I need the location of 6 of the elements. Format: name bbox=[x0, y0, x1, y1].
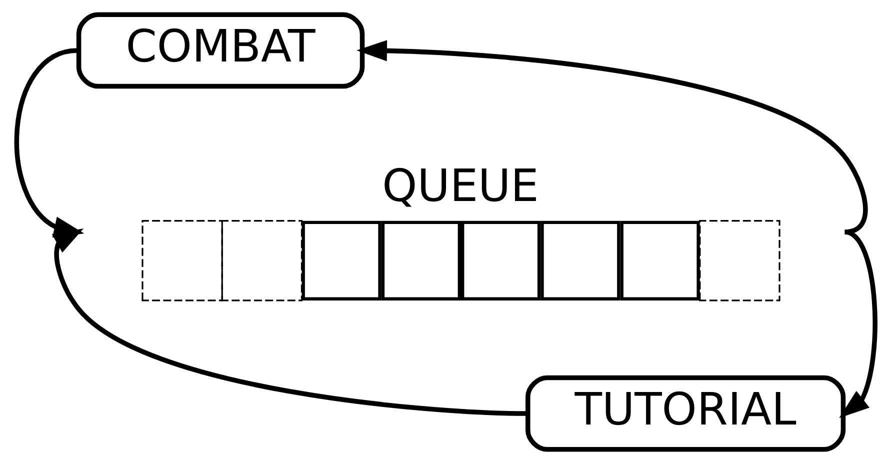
arrow bbox=[838, 230, 877, 418]
arrow bbox=[51, 228, 526, 416]
arrow bbox=[356, 40, 868, 234]
node-label: QUEUE bbox=[382, 160, 538, 212]
node-box: COMBAT bbox=[76, 12, 364, 89]
node-box: TUTORIAL bbox=[525, 375, 846, 452]
